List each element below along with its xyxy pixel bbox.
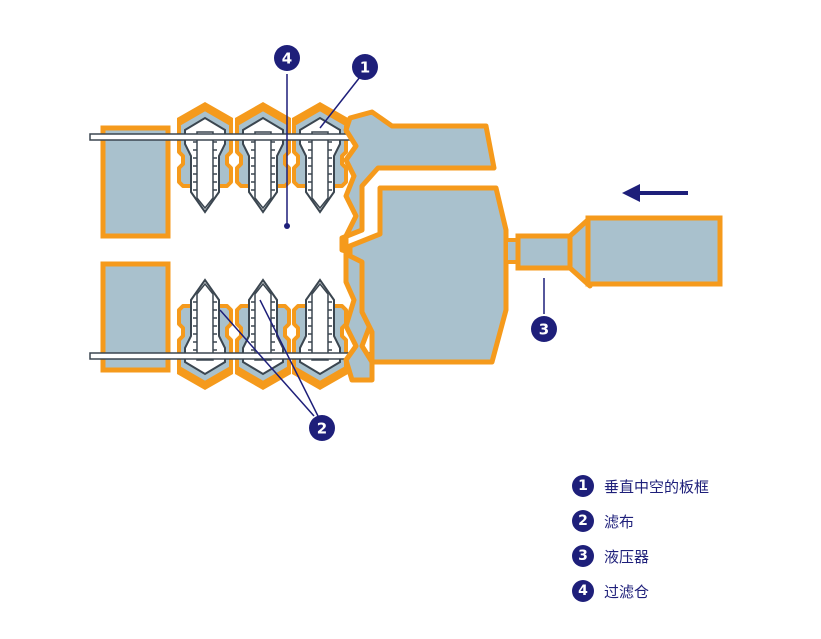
legend-item-1: 1 垂直中空的板框 xyxy=(572,474,709,498)
filter-plates-bottom xyxy=(175,278,350,392)
legend-label: 过滤仓 xyxy=(604,582,650,601)
filter-chamber-dot xyxy=(284,223,290,229)
marker-1: 1 xyxy=(352,54,378,80)
legend-badge: 4 xyxy=(572,580,594,602)
legend-badge: 1 xyxy=(572,475,594,497)
svg-text:3: 3 xyxy=(539,321,549,339)
legend-item-3: 3 液压器 xyxy=(572,544,709,568)
svg-text:2: 2 xyxy=(317,420,327,438)
leader-lines xyxy=(219,74,545,417)
piston xyxy=(515,233,575,271)
legend-item-2: 2 滤布 xyxy=(572,509,709,533)
marker-2: 2 xyxy=(309,415,335,441)
legend-label: 液压器 xyxy=(604,547,650,566)
filter-plates-top xyxy=(175,100,350,214)
press-head xyxy=(339,109,497,383)
marker-3: 3 xyxy=(531,316,557,342)
svg-text:1: 1 xyxy=(360,59,370,77)
hydraulic-cylinder xyxy=(585,215,723,287)
direction-arrow xyxy=(622,184,688,202)
legend-item-4: 4 过滤仓 xyxy=(572,579,709,603)
svg-text:4: 4 xyxy=(282,50,292,68)
legend-label: 垂直中空的板框 xyxy=(604,477,710,496)
top-rail xyxy=(89,133,371,141)
marker-4: 4 xyxy=(274,45,300,71)
press-body xyxy=(347,185,509,365)
end-block-top xyxy=(100,125,171,239)
legend-badge: 2 xyxy=(572,510,594,532)
legend: 1 垂直中空的板框 2 滤布 3 液压器 4 过滤仓 xyxy=(572,474,709,614)
legend-badge: 3 xyxy=(572,545,594,567)
bottom-rail xyxy=(89,352,371,360)
legend-label: 滤布 xyxy=(604,512,635,531)
